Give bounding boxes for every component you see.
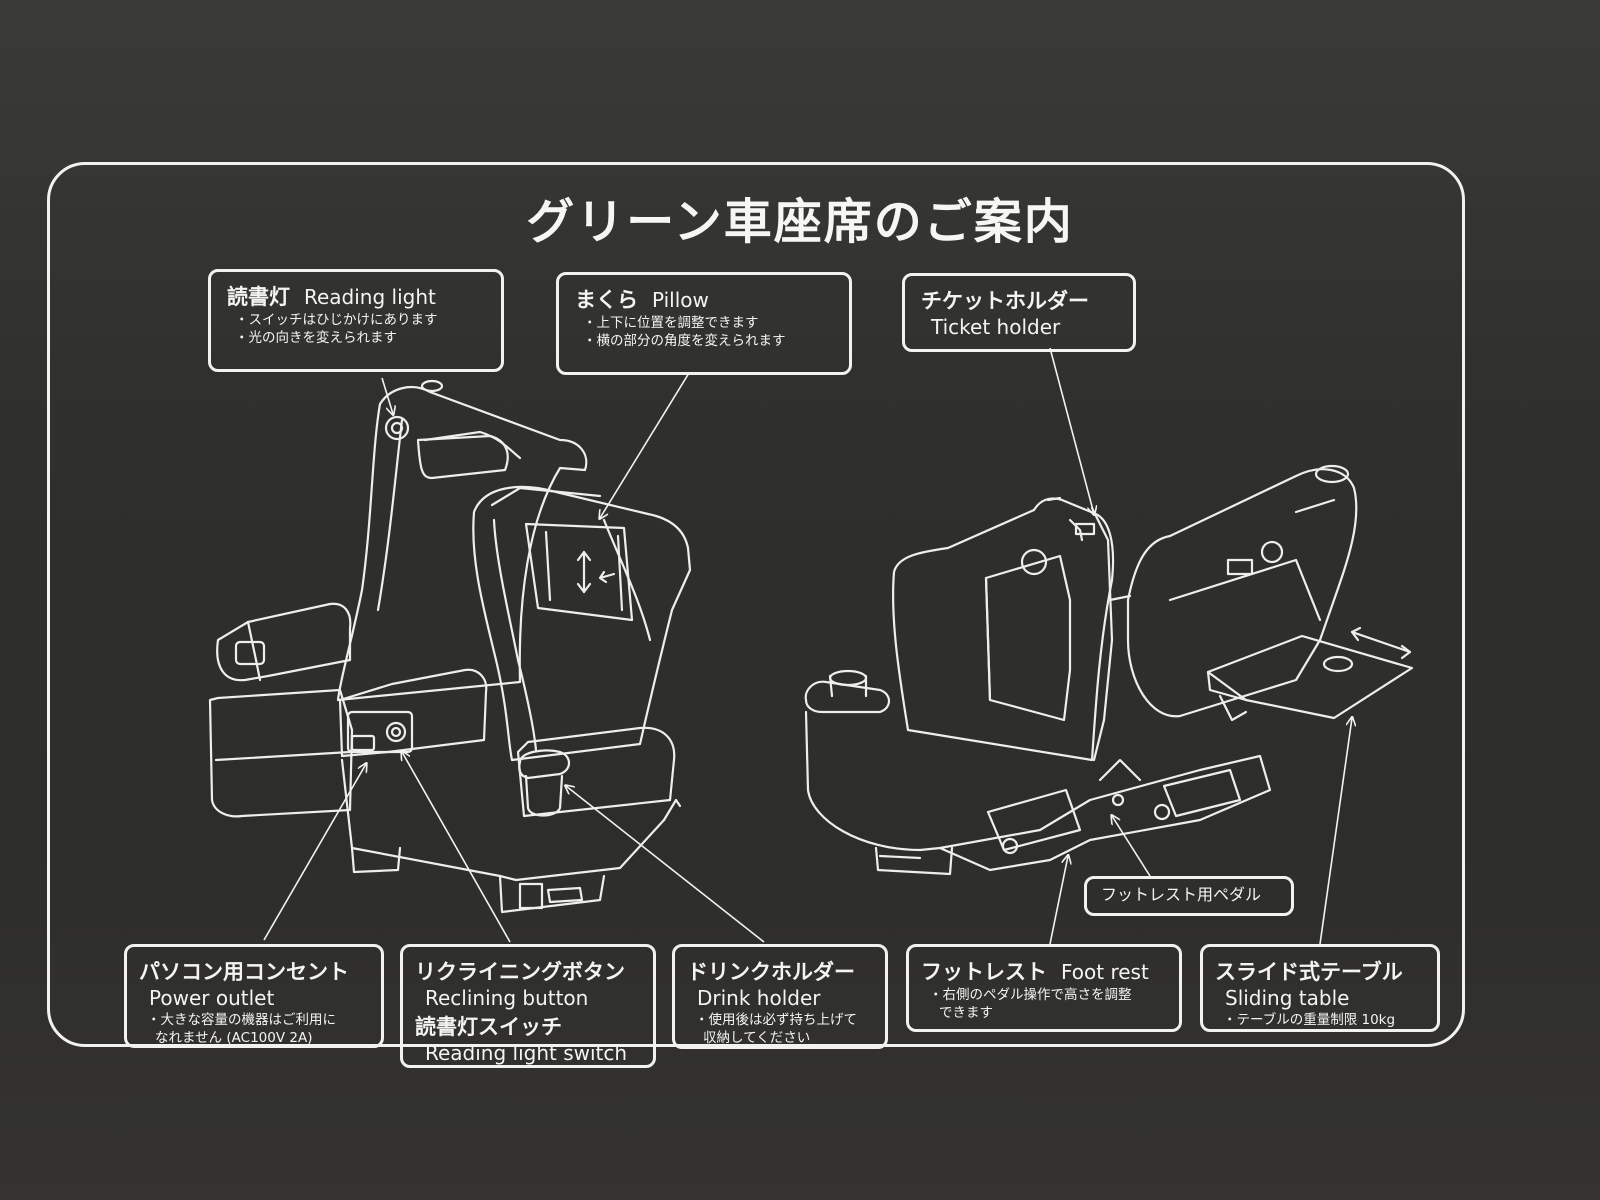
callout-sliding-table: スライド式テーブル Sliding table ・テーブルの重量制限 10kg [1200,944,1440,1032]
pillow-note: ・横の部分の角度を変えられます [583,333,786,349]
foot-rest-note: ・右側のペダル操作で高さを調整 [929,987,1132,1003]
sliding-table-note: ・テーブルの重量制限 10kg [1223,1012,1396,1028]
ticket-holder-ja: チケットホルダー [921,289,1089,313]
foot-rest-ja: フットレスト [921,960,1047,984]
callout-ticket-holder: チケットホルダー Ticket holder [902,273,1136,352]
reclining-button-ja: リクライニングボタン [415,960,625,984]
footrest-pedal-ja: フットレスト用ペダル [1101,885,1262,904]
callout-foot-rest: フットレスト Foot rest ・右側のペダル操作で高さを調整 できます [906,944,1182,1032]
power-outlet-note: ・大きな容量の機器はご利用に [147,1012,336,1028]
power-outlet-note: なれません (AC100V 2A) [155,1030,313,1046]
pillow-en: Pillow [652,288,709,312]
sliding-table-notes: ・テーブルの重量制限 10kg [1215,1011,1423,1029]
pillow-notes: ・上下に位置を調整できます ・横の部分の角度を変えられます [575,314,835,350]
reading-light-switch-en: Reading light switch [425,1041,628,1065]
reading-light-ja: 読書灯 [227,285,290,309]
foot-rest-note: できます [939,1005,993,1021]
drink-holder-ja: ドリンクホルダー [687,960,855,984]
power-outlet-en: Power outlet [149,986,275,1010]
reading-light-note: ・スイッチはひじかけにあります [235,312,438,328]
drink-holder-note: ・使用後は必ず持ち上げて [695,1012,857,1028]
drink-holder-en: Drink holder [697,986,821,1010]
drink-holder-notes: ・使用後は必ず持ち上げて 収納してください [687,1011,871,1046]
pillow-ja: まくら [575,288,638,312]
reading-light-note: ・光の向きを変えられます [235,330,397,346]
sliding-table-ja: スライド式テーブル [1215,960,1403,984]
foot-rest-notes: ・右側のペダル操作で高さを調整 できます [921,986,1165,1022]
reading-light-en: Reading light [304,285,436,309]
callout-reading-light: 読書灯 Reading light ・スイッチはひじかけにあります ・光の向きを変… [208,269,504,372]
power-outlet-ja: パソコン用コンセント [139,960,349,984]
callout-drink-holder: ドリンクホルダー Drink holder ・使用後は必ず持ち上げて 収納してく… [672,944,888,1049]
pillow-note: ・上下に位置を調整できます [583,315,759,331]
sign-panel [47,162,1465,1047]
callout-power-outlet: パソコン用コンセント Power outlet ・大きな容量の機器はご利用に な… [124,944,384,1048]
sliding-table-en: Sliding table [1225,986,1350,1010]
callout-footrest-pedal: フットレスト用ペダル [1084,876,1294,916]
power-outlet-notes: ・大きな容量の機器はご利用に なれません (AC100V 2A) [139,1011,367,1046]
reading-light-notes: ・スイッチはひじかけにあります ・光の向きを変えられます [227,311,487,347]
reclining-button-en: Reclining button [425,986,589,1010]
callout-pillow: まくら Pillow ・上下に位置を調整できます ・横の部分の角度を変えられます [556,272,852,375]
reading-light-switch-ja: 読書灯スイッチ [415,1015,562,1039]
drink-holder-note: 収納してください [703,1030,811,1046]
ticket-holder-en: Ticket holder [931,315,1061,339]
callout-reclining-button: リクライニングボタン Reclining button 読書灯スイッチ Read… [400,944,656,1068]
foot-rest-en: Foot rest [1061,960,1149,984]
sign-title: グリーン車座席のご案内 [526,194,1074,250]
